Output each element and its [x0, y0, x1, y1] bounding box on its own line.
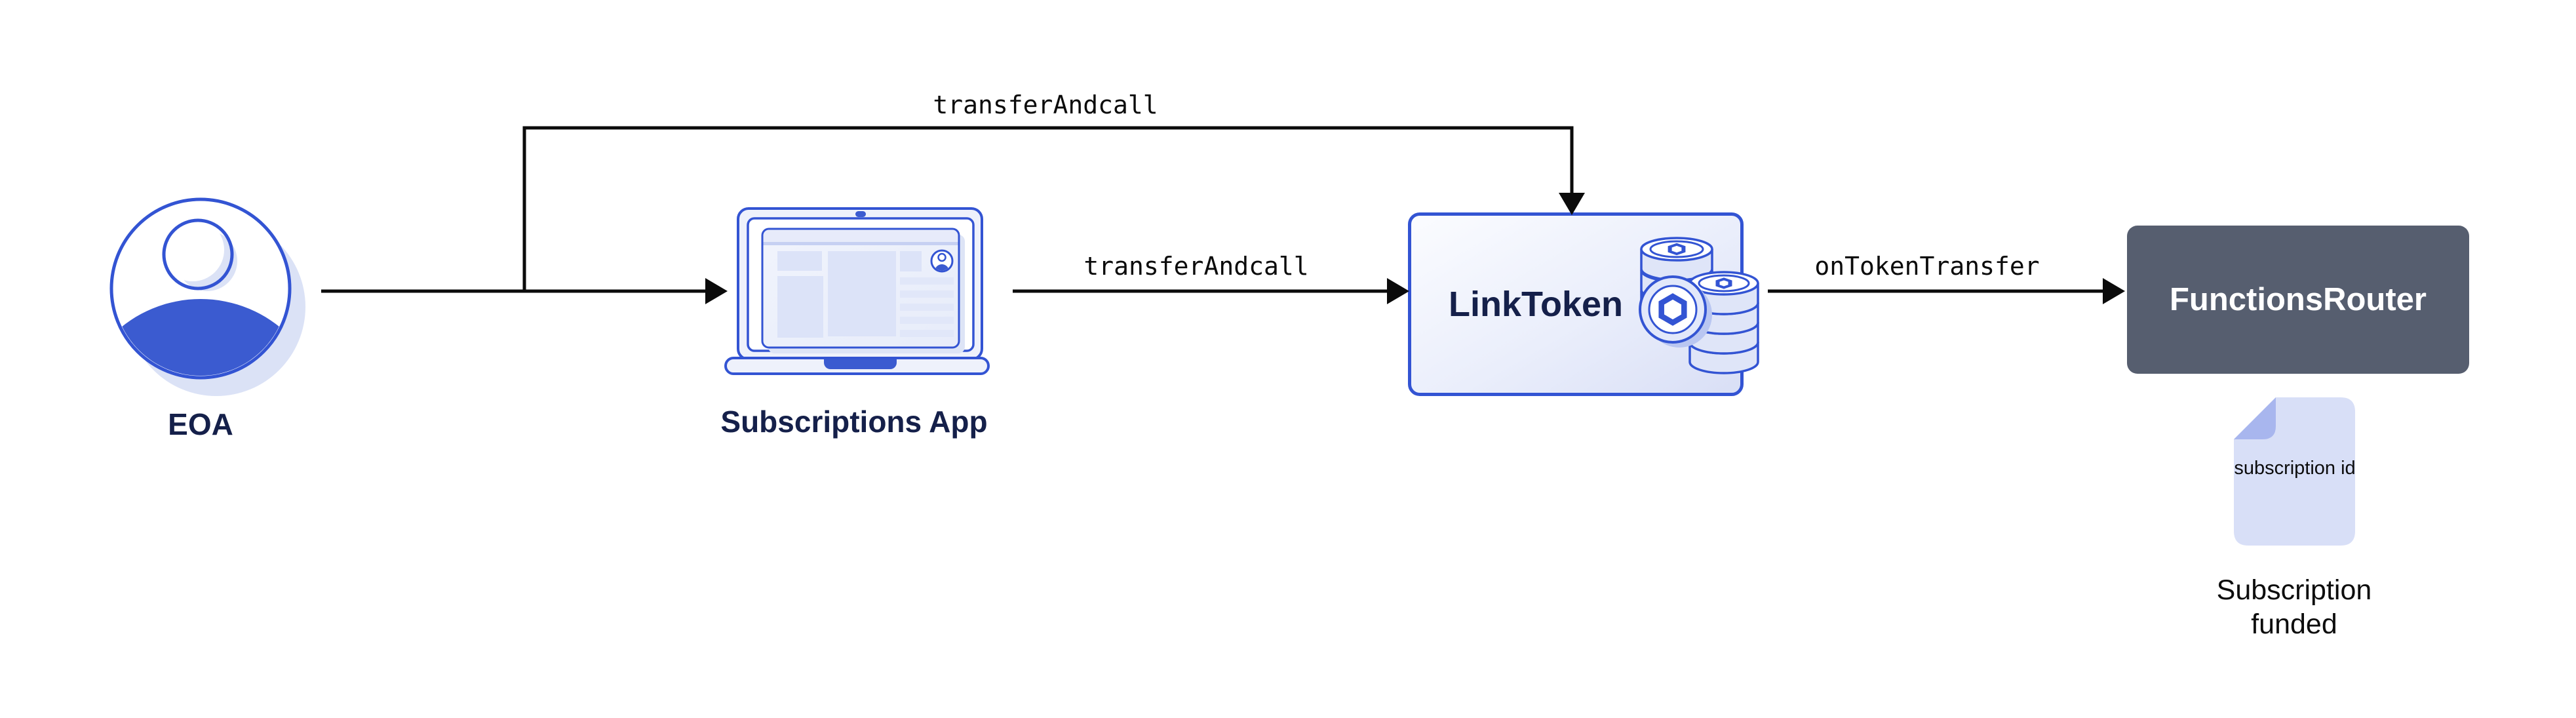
node-link-token: LinkToken — [1408, 212, 1744, 396]
arrow-linktoken-to-router — [1768, 278, 2125, 304]
user-icon — [109, 197, 305, 396]
edge-label-transferandcall-mid: transferAndcall — [1083, 252, 1309, 281]
eoa-label: EOA — [168, 407, 233, 441]
arrow-app-to-linktoken — [1013, 278, 1409, 304]
edge-label-ontokentransfer: onTokenTransfer — [1814, 252, 2040, 281]
subscription-id-doc-text: subscription id — [2234, 458, 2356, 479]
arrow-eoa-to-app — [321, 278, 728, 304]
laptop-icon — [724, 207, 990, 375]
subscriptions-app-label: Subscriptions App — [720, 405, 988, 439]
link-token-title: LinkToken — [1449, 285, 1624, 324]
functions-router-title: FunctionsRouter — [2170, 282, 2427, 317]
edge-label-transferandcall-top: transferAndcall — [933, 90, 1158, 119]
browser-avatar-icon — [930, 249, 954, 273]
node-functions-router: FunctionsRouter — [2127, 226, 2469, 374]
subscription-funded-caption: Subscription funded — [2216, 574, 2372, 640]
